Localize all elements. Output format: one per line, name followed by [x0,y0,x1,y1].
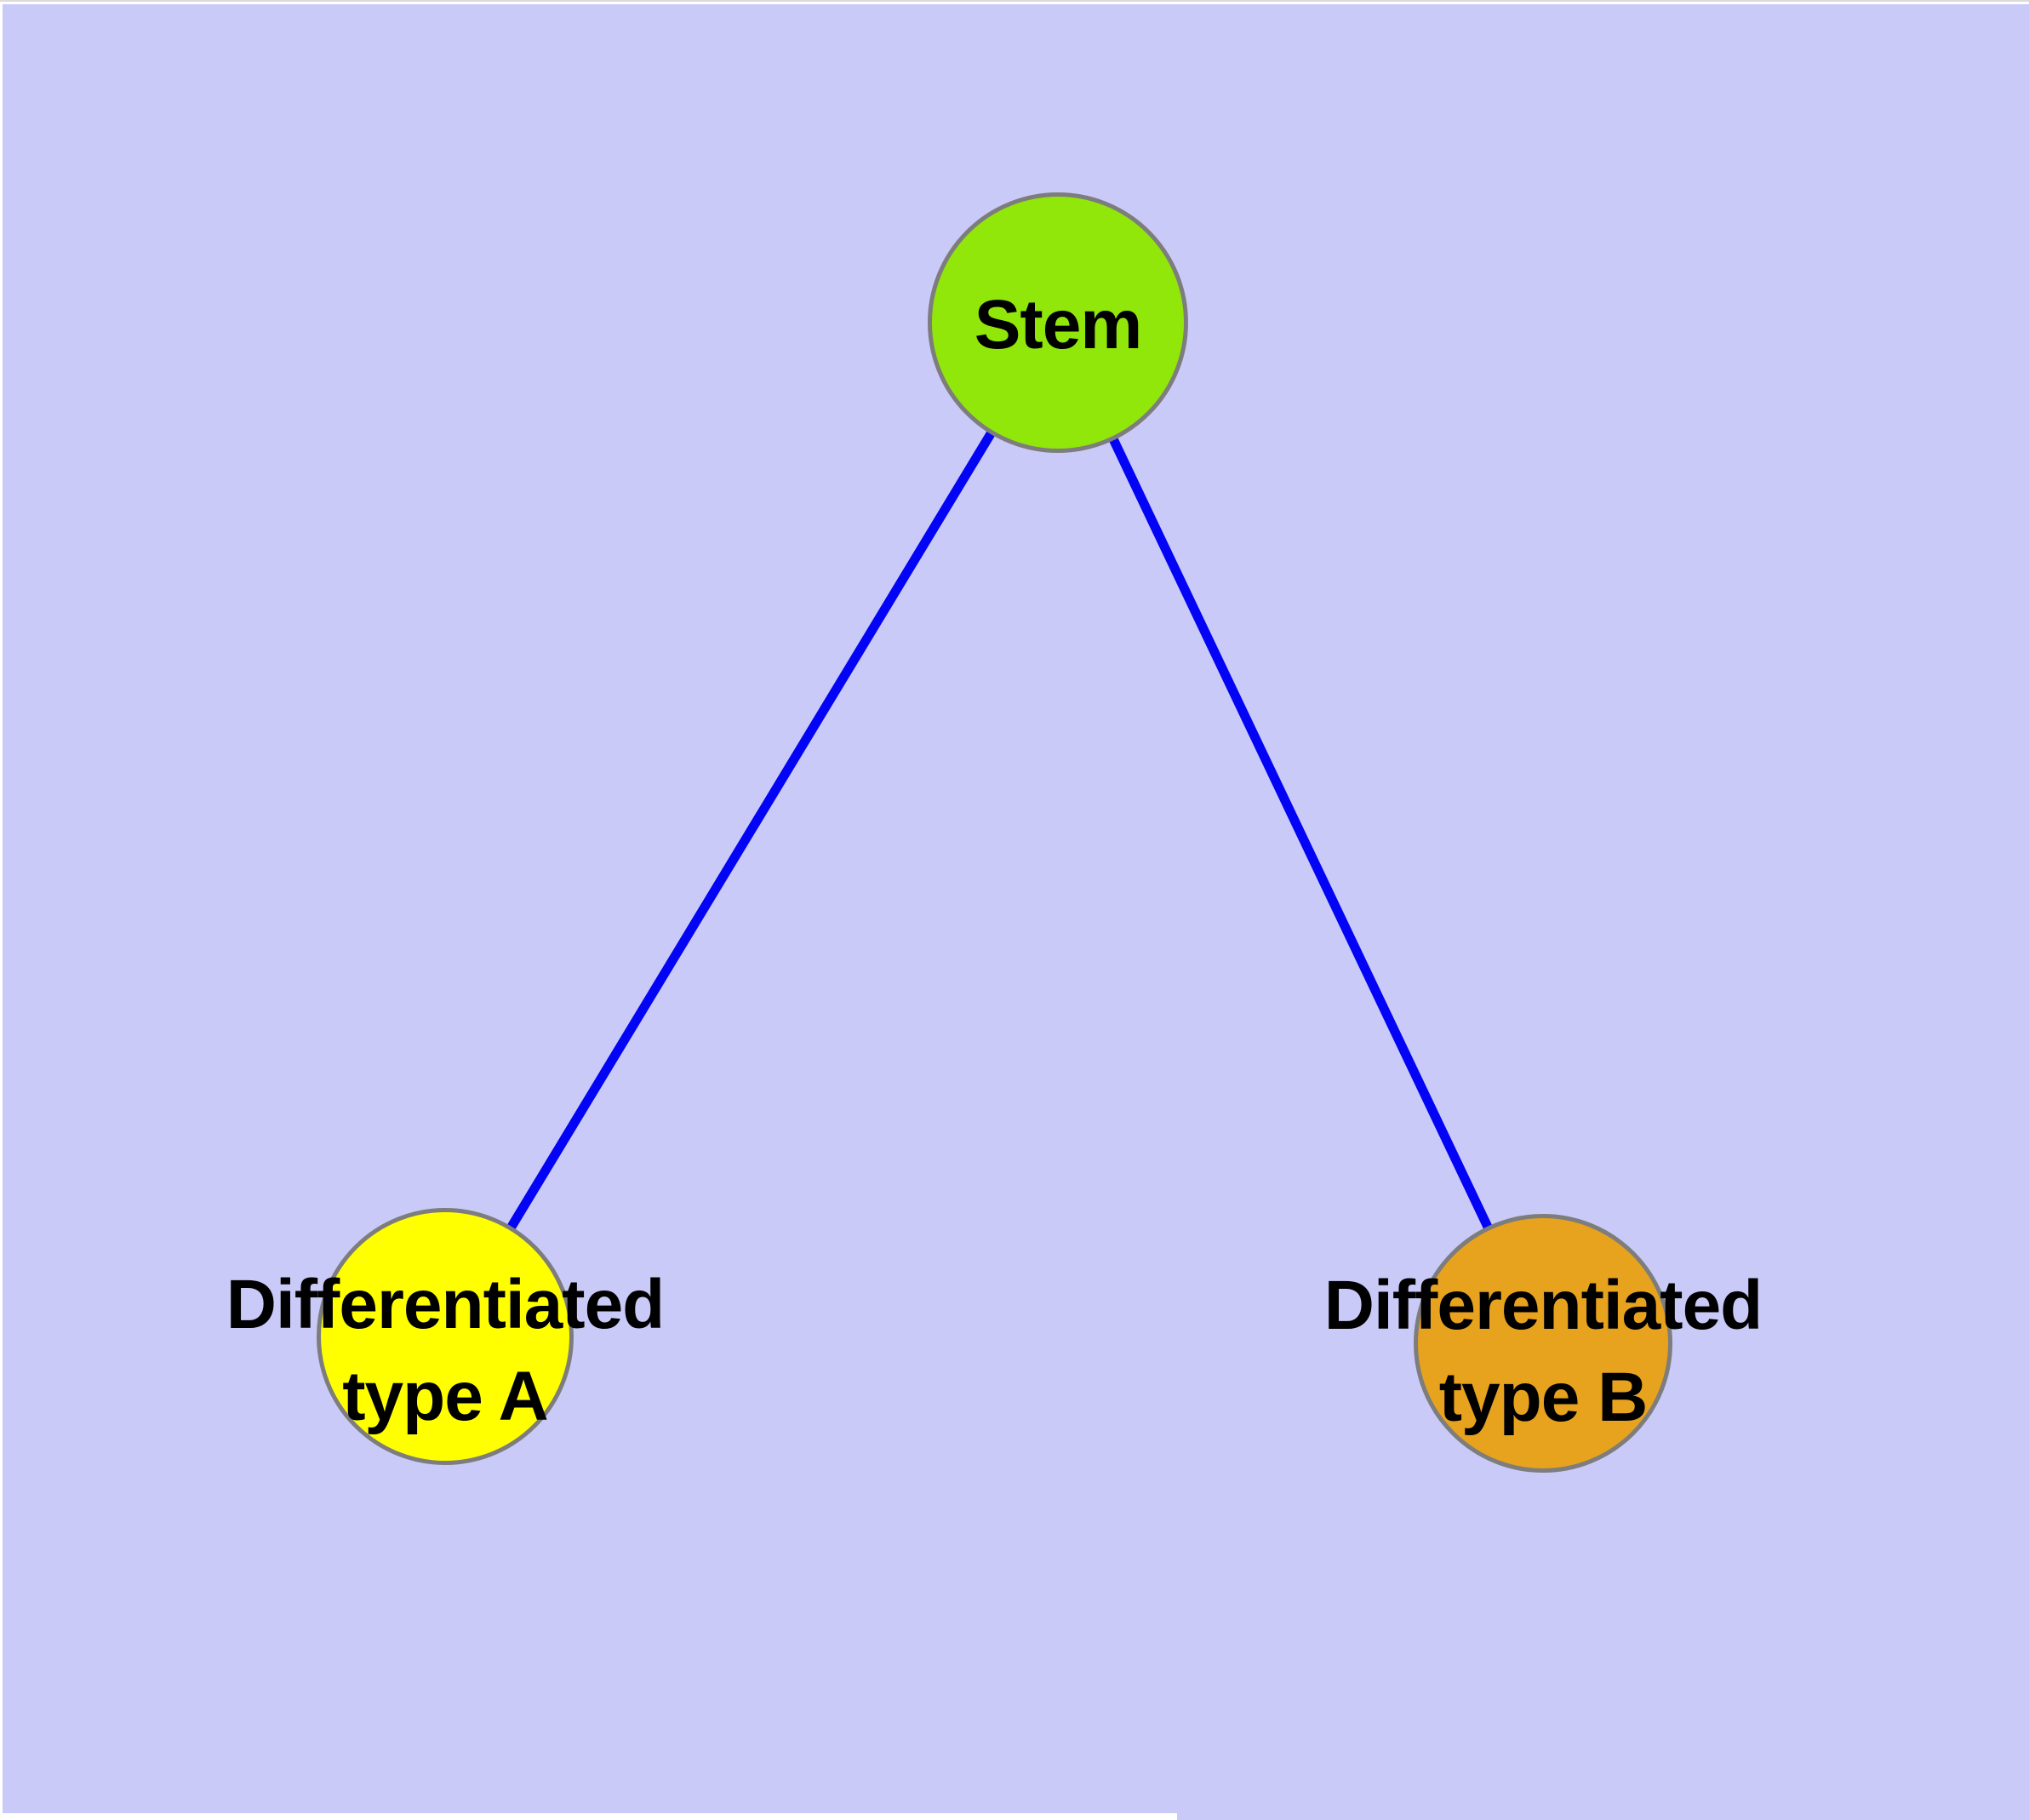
node-type-b-label: Differentiated type B [1324,1260,1763,1444]
node-type-a-label-line1: Differentiated [226,1266,666,1343]
edge-stem-to-type-a [441,320,1062,1339]
window-top-edge [0,0,2029,2]
window-bottom-edge [3,1813,1177,1820]
node-stem-label: Stem [974,279,1143,371]
node-type-b-circle [1414,1214,1672,1473]
node-stem-circle [928,192,1188,453]
edges-layer [441,320,1547,1346]
edge-stem-to-type-b [1054,320,1547,1346]
node-type-a-label-line2: type A [342,1358,549,1435]
plot-canvas: Stem Differentiated type A Differentiate… [3,4,2029,1820]
node-type-a-label: Differentiated type A [226,1259,666,1443]
node-stem-label-line: Stem [974,286,1143,363]
node-type-b-label-line1: Differentiated [1323,1267,1763,1344]
node-type-b-label-line2: type B [1438,1359,1649,1436]
node-type-a-circle [317,1208,574,1465]
